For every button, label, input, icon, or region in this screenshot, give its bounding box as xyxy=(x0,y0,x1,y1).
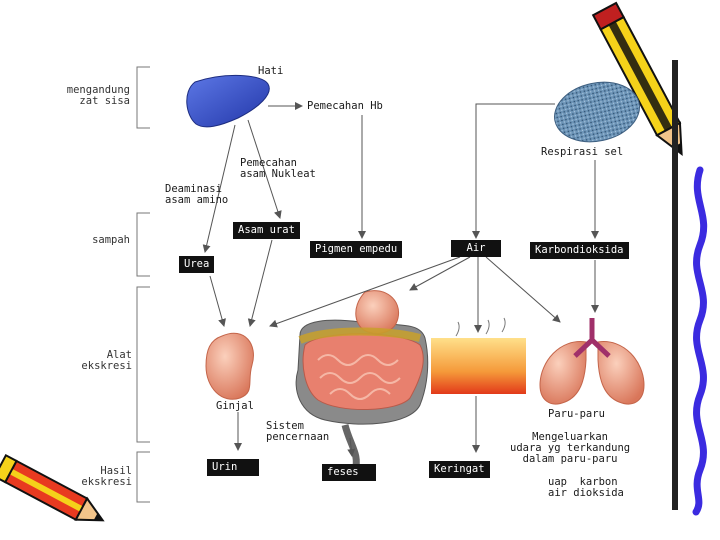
cell-respiration-label: Respirasi sel xyxy=(541,146,624,158)
liver-icon xyxy=(186,74,270,128)
side-label-organs: Alat ekskresi xyxy=(81,349,132,372)
liver-label: Hati xyxy=(258,65,284,77)
wavy-border-decoration xyxy=(692,166,708,516)
deamination-label: Deaminasi asam amino xyxy=(165,183,229,206)
cell-respiration-icon xyxy=(554,81,640,143)
side-brackets xyxy=(136,66,150,503)
hair-strokes xyxy=(455,317,506,337)
side-label-results: Hasil ekskresi xyxy=(81,465,132,488)
uric-acid-box: Asam urat xyxy=(233,222,300,239)
lungs-icon xyxy=(539,318,645,405)
water-box: Air xyxy=(451,240,501,257)
lungs-label: Paru-paru xyxy=(548,408,605,420)
urine-box: Urin xyxy=(207,459,259,476)
bile-pigment-box: Pigmen empedu xyxy=(310,241,403,258)
flow-arrows xyxy=(202,102,599,457)
feces-box: feses xyxy=(322,464,376,481)
hb-breakdown-label: Pemecahan Hb xyxy=(307,100,383,112)
digestive-label: Sistem pencernaan xyxy=(266,420,330,443)
sweat-box: Keringat xyxy=(429,461,490,478)
lung-output-label: Mengeluarkan udara yg terkandung dalam p… xyxy=(510,431,631,465)
side-label-trash: sampah xyxy=(92,234,130,246)
urea-box: Urea xyxy=(179,256,215,273)
side-label-waste: mengandung zat sisa xyxy=(66,84,130,107)
kidney-icon xyxy=(205,332,254,400)
right-rule xyxy=(672,60,678,510)
kidney-label: Ginjal xyxy=(216,400,254,412)
nucleic-acid-label: Pemecahan asam Nukleat xyxy=(240,157,316,180)
pencil-decoration-bottom-icon xyxy=(0,453,105,522)
co2-box: Karbondioksida xyxy=(530,242,629,259)
skin-icon xyxy=(431,338,526,394)
digestive-system-icon xyxy=(295,290,429,472)
lung-products-label: uap karbon air dioksida xyxy=(548,476,624,499)
